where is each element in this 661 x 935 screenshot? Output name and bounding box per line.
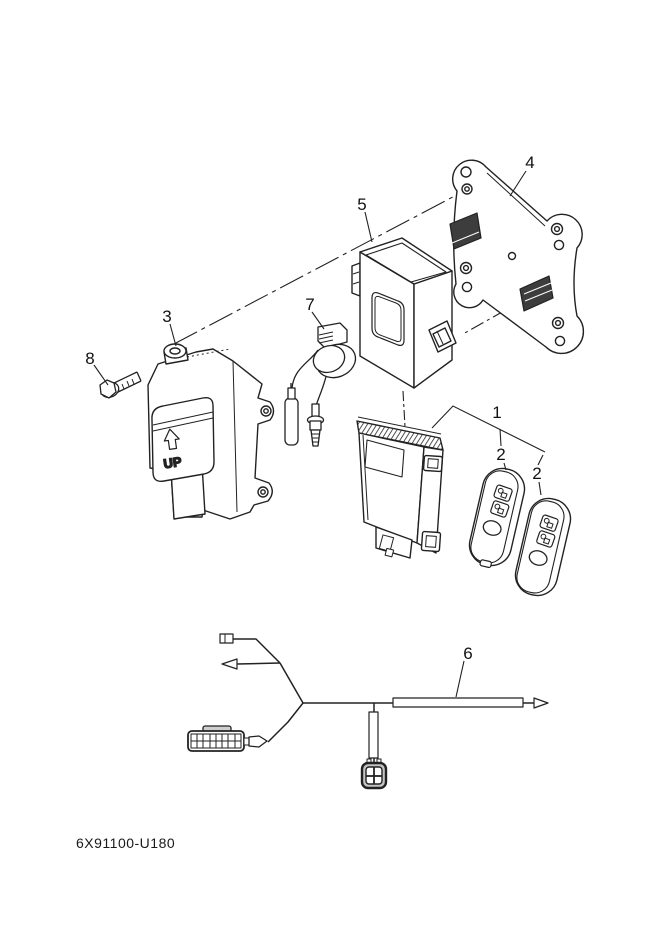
callout-3: 3	[162, 307, 171, 326]
case-window	[371, 291, 405, 347]
ecu-connector-rail	[416, 446, 444, 554]
callout-7: 7	[305, 295, 314, 314]
part-8-bolt	[99, 371, 142, 399]
bracket-pad-lower	[519, 275, 554, 312]
lead-sensor-tip	[306, 403, 325, 447]
part-3-actuator-unit: UP	[147, 343, 275, 520]
ecu-label-area	[364, 439, 405, 478]
harness-plug	[248, 735, 268, 748]
bolt-head	[99, 379, 117, 399]
part-4-mounting-bracket-plate	[449, 159, 585, 355]
harness-right-arrowhead	[533, 697, 549, 709]
up-label: UP	[162, 454, 182, 471]
callout-2a: 2	[496, 445, 505, 464]
case-left-tab	[351, 262, 361, 297]
part-6-wire-harness	[187, 633, 549, 790]
callout-5: 5	[357, 195, 366, 214]
harness-long-sleeve	[392, 697, 524, 708]
actuator-up-cover	[151, 396, 215, 482]
harness-main-connector	[187, 725, 268, 752]
up-arrow-icon	[163, 428, 180, 450]
callout-leader-lines	[93, 170, 546, 698]
harness-left-arrowhead	[221, 658, 238, 670]
part-5-holder-case	[351, 237, 457, 389]
callout-6: 6	[463, 644, 472, 663]
part-2-remote-transmitter-a	[464, 463, 530, 571]
diagram-part-code: 6X91100-U180	[76, 835, 176, 851]
part-7-buzzer	[284, 322, 357, 447]
lead-capsule	[284, 397, 299, 446]
harness-square-connector	[360, 758, 388, 790]
callout-2b: 2	[532, 464, 541, 483]
bracket-pad-upper	[449, 212, 482, 250]
part-1-control-unit	[356, 416, 444, 559]
phantom-line-motor-to-bracket	[173, 189, 467, 345]
phantom-line-case-to-ecu	[402, 390, 406, 428]
harness-branch-sleeve	[368, 711, 379, 759]
callout-4: 4	[525, 153, 534, 172]
callout-labels: 1 2 2 3 4 5 6 7 8	[85, 153, 541, 663]
callout-8: 8	[85, 349, 94, 368]
harness-small-connector	[219, 633, 234, 644]
part-2-remote-transmitter-b	[510, 493, 576, 601]
callout-1: 1	[492, 403, 501, 422]
